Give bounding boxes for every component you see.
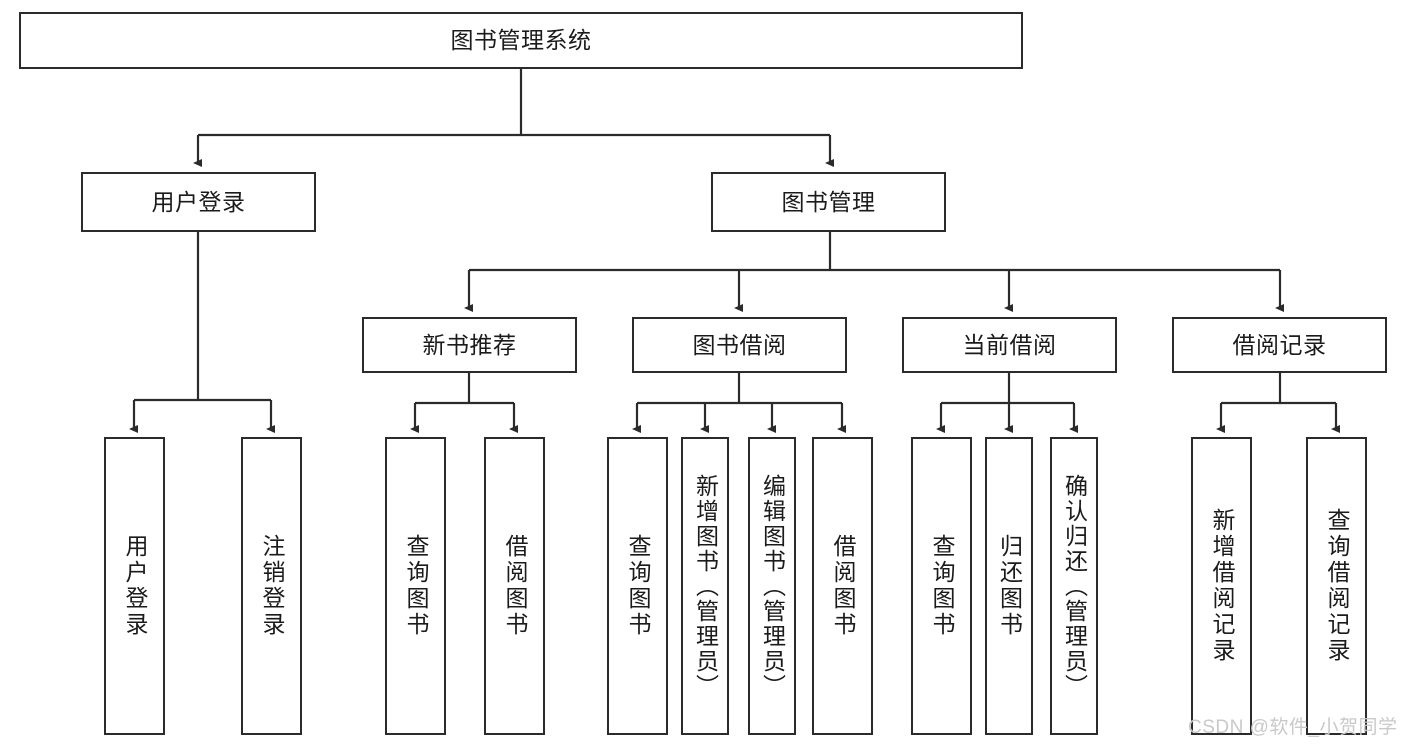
node-new-book-recommend[interactable]: 新书推荐 — [362, 317, 577, 373]
node-book-borrow-label: 图书借阅 — [692, 331, 787, 358]
node-leaf[interactable]: 新增图书（管理员） — [681, 437, 729, 735]
node-leaf[interactable]: 借阅图书 — [484, 437, 545, 735]
node-leaf-label: 查询图书 — [403, 534, 429, 638]
node-leaf[interactable]: 查询图书 — [385, 437, 446, 735]
node-book-management[interactable]: 图书管理 — [711, 172, 946, 232]
node-leaf[interactable]: 归还图书 — [985, 437, 1033, 735]
node-leaf[interactable]: 查询图书 — [607, 437, 668, 735]
node-root-label: 图书管理系统 — [450, 27, 592, 54]
node-book-borrow[interactable]: 图书借阅 — [632, 317, 847, 373]
node-leaf-label: 归还图书 — [996, 534, 1023, 638]
node-leaf[interactable]: 编辑图书（管理员） — [748, 437, 796, 735]
node-leaf-label: 借阅图书 — [502, 534, 528, 638]
node-leaf[interactable]: 新增借阅记录 — [1191, 437, 1252, 735]
node-user-login-label: 用户登录 — [151, 188, 246, 215]
node-leaf-label: 查询图书 — [625, 534, 651, 638]
node-leaf-label: 确认归还（管理员） — [1061, 473, 1088, 699]
node-new-book-recommend-label: 新书推荐 — [422, 331, 517, 358]
node-leaf[interactable]: 注销登录 — [241, 437, 302, 735]
node-leaf[interactable]: 确认归还（管理员） — [1050, 437, 1098, 735]
node-borrow-record[interactable]: 借阅记录 — [1172, 317, 1387, 373]
node-leaf[interactable]: 用户登录 — [104, 437, 165, 735]
node-leaf-label: 借阅图书 — [830, 534, 856, 638]
node-leaf[interactable]: 借阅图书 — [812, 437, 873, 735]
node-current-borrow[interactable]: 当前借阅 — [902, 317, 1117, 373]
node-user-login[interactable]: 用户登录 — [81, 172, 316, 232]
csdn-watermark: CSDN @软件_小贺同学 — [1188, 717, 1398, 738]
node-root-system[interactable]: 图书管理系统 — [19, 12, 1023, 69]
node-leaf-label: 注销登录 — [259, 534, 285, 638]
node-leaf-label: 用户登录 — [122, 534, 148, 638]
node-leaf-label: 编辑图书（管理员） — [759, 473, 786, 699]
node-current-borrow-label: 当前借阅 — [962, 331, 1057, 358]
node-leaf-label: 新增借阅记录 — [1209, 508, 1235, 664]
node-leaf-label: 查询图书 — [929, 534, 955, 638]
node-book-management-label: 图书管理 — [781, 188, 876, 215]
node-borrow-record-label: 借阅记录 — [1232, 331, 1327, 358]
node-leaf-label: 新增图书（管理员） — [692, 473, 719, 699]
node-leaf-label: 查询借阅记录 — [1324, 508, 1350, 664]
node-leaf[interactable]: 查询图书 — [911, 437, 972, 735]
node-leaf[interactable]: 查询借阅记录 — [1306, 437, 1367, 735]
